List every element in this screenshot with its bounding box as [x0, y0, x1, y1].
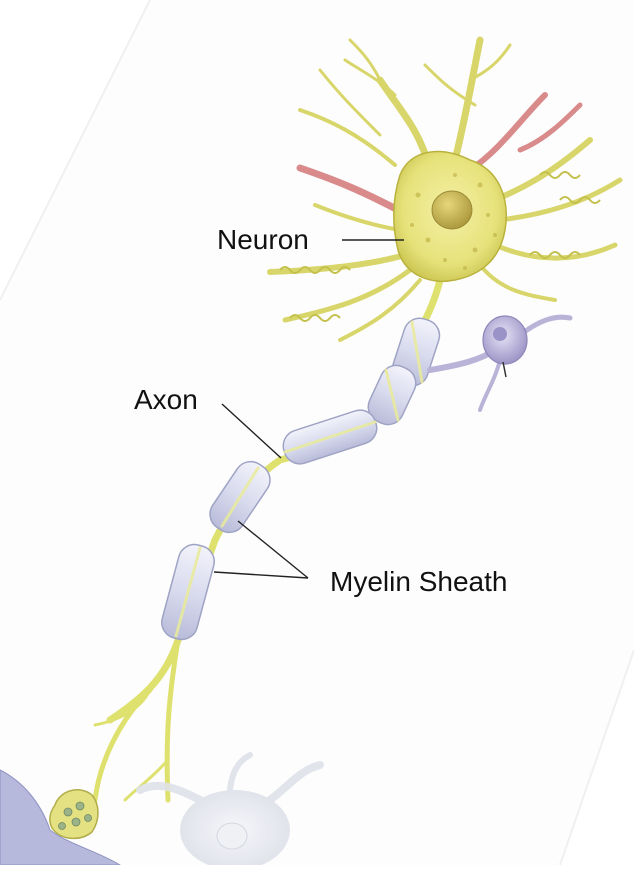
myelin-sheath-label: Myelin Sheath: [330, 568, 507, 596]
neuron-label: Neuron: [217, 226, 309, 254]
cell-body: [394, 152, 507, 282]
axon-label: Axon: [134, 386, 198, 414]
nucleus: [432, 191, 472, 229]
